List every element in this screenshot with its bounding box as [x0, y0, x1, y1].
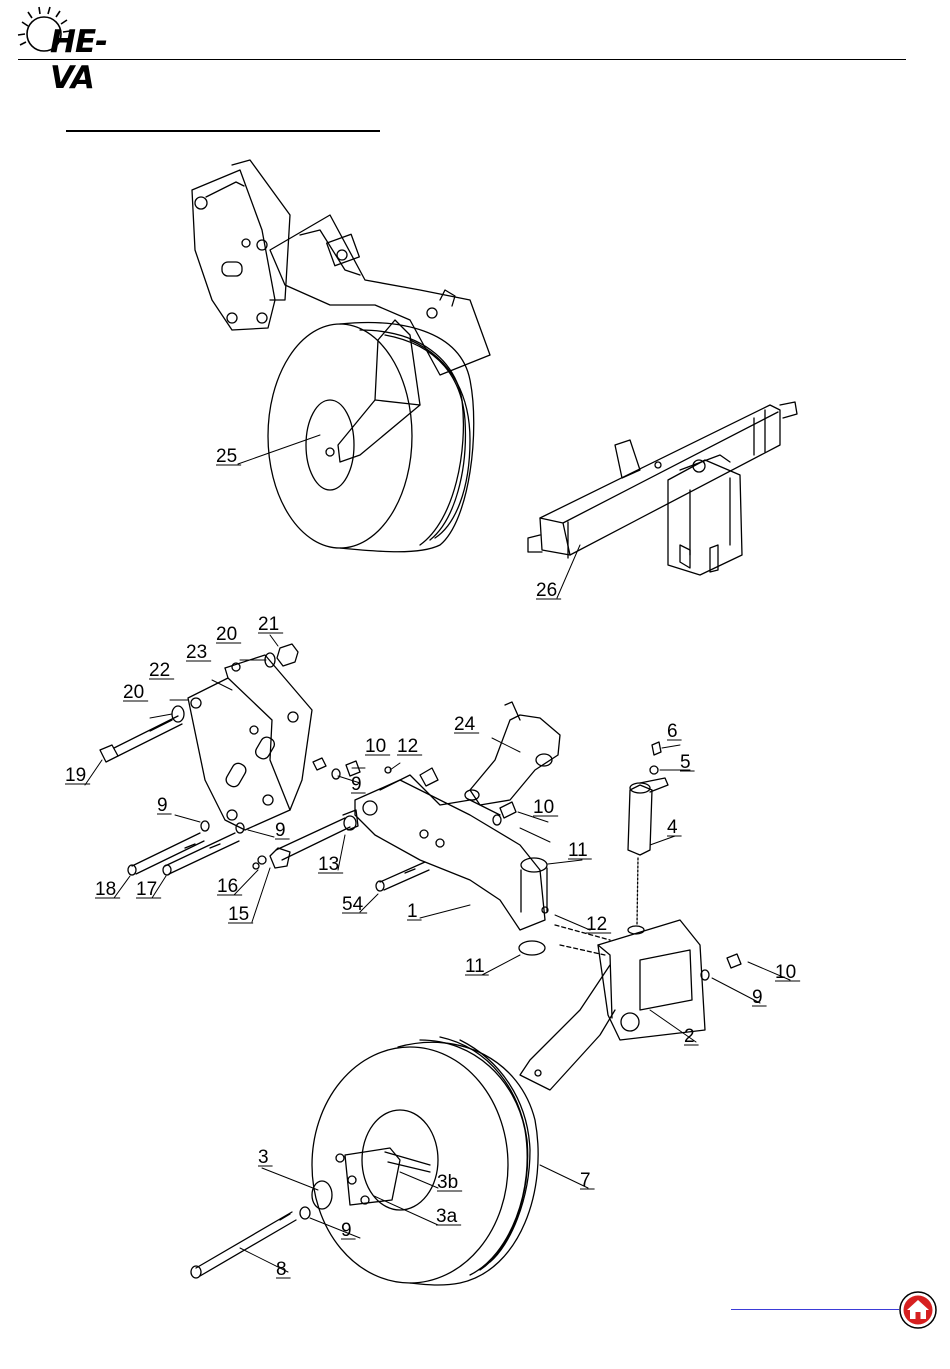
- footer-link-underline[interactable]: [731, 1309, 899, 1310]
- callout-20: 20: [123, 682, 144, 703]
- callout-21: 21: [258, 614, 279, 635]
- callout-1: 1: [407, 901, 418, 922]
- callout-18: 18: [95, 879, 116, 900]
- callout-10: 10: [365, 736, 386, 757]
- callout-13: 13: [318, 854, 339, 875]
- callout-9: 9: [157, 795, 168, 816]
- callout-8: 8: [276, 1259, 287, 1280]
- callout-3a: 3a: [436, 1206, 458, 1227]
- callout-5: 5: [680, 752, 691, 773]
- callout-54: 54: [342, 894, 364, 915]
- callout-12: 12: [586, 914, 607, 935]
- callout-23: 23: [186, 642, 207, 663]
- assembled-wheel-unit: [192, 160, 490, 552]
- callout-10: 10: [533, 797, 554, 818]
- callout-25: 25: [216, 446, 237, 467]
- callout-17: 17: [136, 879, 157, 900]
- callout-9: 9: [351, 774, 362, 795]
- callout-3b: 3b: [437, 1172, 458, 1193]
- home-button[interactable]: [898, 1290, 938, 1330]
- callout-6: 6: [667, 721, 678, 742]
- exploded-assembly: [100, 644, 741, 1285]
- callout-26: 26: [536, 580, 557, 601]
- tube-beam-assembly: [528, 402, 797, 575]
- callout-20: 20: [216, 624, 237, 645]
- callout-10: 10: [775, 962, 796, 983]
- home-icon: [898, 1290, 938, 1330]
- callout-9: 9: [341, 1220, 352, 1241]
- callout-15: 15: [228, 904, 249, 925]
- callout-16: 16: [217, 876, 238, 897]
- callout-7: 7: [580, 1170, 591, 1191]
- callout-4: 4: [667, 817, 678, 838]
- callout-3: 3: [258, 1147, 269, 1168]
- callout-9: 9: [275, 820, 286, 841]
- callout-11: 11: [568, 840, 588, 861]
- callout-22: 22: [149, 660, 170, 681]
- callout-12: 12: [397, 736, 418, 757]
- callout-11: 11: [465, 956, 485, 977]
- callout-9: 9: [752, 987, 763, 1008]
- callout-19: 19: [65, 765, 86, 786]
- callout-24: 24: [454, 714, 476, 735]
- callout-2: 2: [684, 1026, 695, 1047]
